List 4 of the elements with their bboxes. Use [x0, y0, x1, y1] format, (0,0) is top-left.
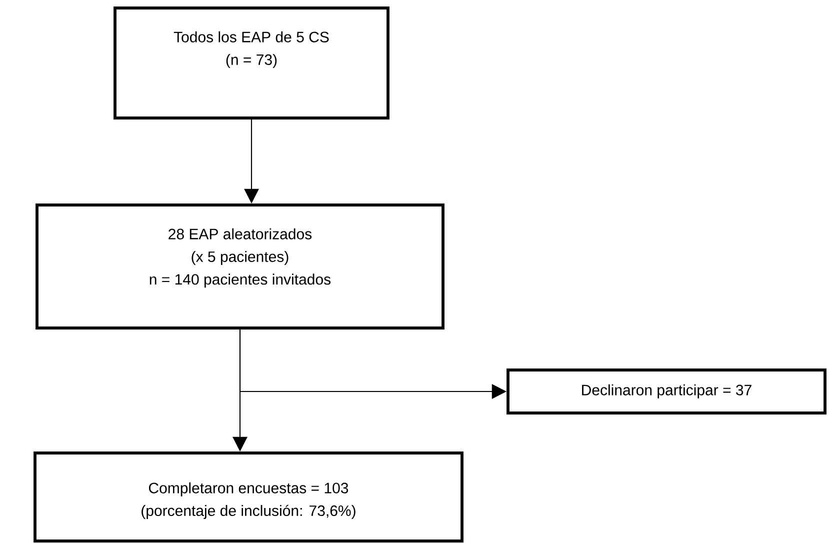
exclusion-box: Declinaron participar = 37 — [506, 368, 826, 414]
process-box: 28 EAP aleatorizados (x 5 pacientes) n = 140 pacientes invitados — [36, 204, 444, 330]
process-box: Todos los EAP de 5 CS (n = 73) — [114, 6, 390, 120]
process-box: Completaron encuestas = 103 (porcentaje de inclusión: 73,6%) — [34, 452, 464, 542]
